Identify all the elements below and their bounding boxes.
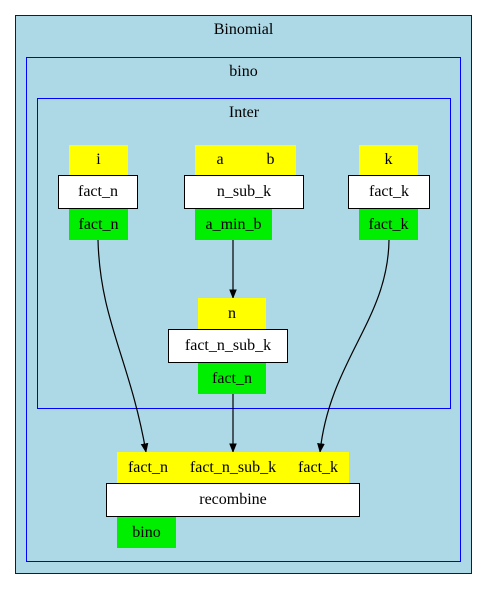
node-n-sub-k[interactable]: n_sub_k: [184, 175, 304, 209]
node-fact-n-sub-k[interactable]: fact_n_sub_k: [168, 329, 288, 363]
cluster-title-inter: Inter: [228, 104, 260, 121]
cluster-title-bino: bino: [229, 63, 258, 80]
node-fact-n-sub-k-input-port: n: [198, 298, 266, 329]
node-recombine[interactable]: recombine: [106, 483, 360, 517]
node-recombine-input-fact-n: fact_n: [127, 458, 168, 476]
node-n-sub-k-input-ports: a b: [195, 145, 296, 175]
node-fact-k-input-port: k: [359, 145, 418, 175]
node-fact-k[interactable]: fact_k: [348, 175, 430, 209]
node-recombine-input-fact-n-sub-k: fact_n_sub_k: [189, 458, 277, 476]
node-recombine-output-port: bino: [117, 517, 176, 548]
node-recombine-input-fact-k: fact_k: [298, 458, 339, 476]
node-fact-n[interactable]: fact_n: [58, 175, 138, 209]
node-recombine-input-ports: fact_n fact_n_sub_k fact_k: [117, 452, 349, 483]
cluster-title-binomial: Binomial: [213, 21, 274, 38]
node-n-sub-k-input-b: b: [266, 151, 275, 168]
node-n-sub-k-output-port: a_min_b: [195, 209, 272, 240]
node-fact-k-output-port: fact_k: [359, 209, 418, 240]
node-fact-n-output-port: fact_n: [69, 209, 128, 240]
node-fact-n-input-port: i: [69, 145, 128, 175]
node-n-sub-k-input-a: a: [216, 151, 224, 168]
node-fact-n-sub-k-output-port: fact_n: [198, 363, 266, 394]
